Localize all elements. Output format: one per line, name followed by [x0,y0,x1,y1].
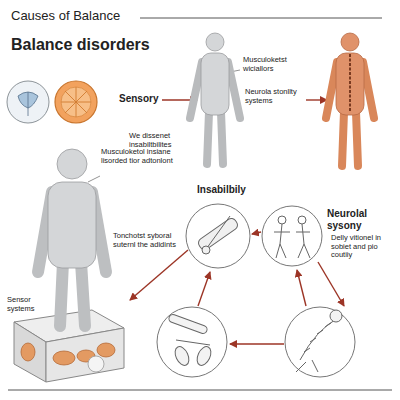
note-label: Tonchotst syboral suternl the adidints [112,232,180,249]
heading: Balance disorders [10,36,151,54]
section-label: Insabilbily [196,184,247,196]
note-label: Neurola stonllty systems [244,88,304,105]
section-label: Neurolal sysony [326,208,396,231]
section-label: Sensory [118,93,159,105]
diagram-title: Causes of Balance [10,9,121,24]
note-label: Sensor systems [6,296,50,313]
note-label: Delly vitionel in sobiet and pio coutiiy [330,234,394,260]
note-label: Musculoketst wiciallors [242,56,306,73]
note-label: Musculoketol insiane lisorded tior adton… [100,148,174,165]
note-label: We dissenet insabiltbilites [128,132,202,149]
